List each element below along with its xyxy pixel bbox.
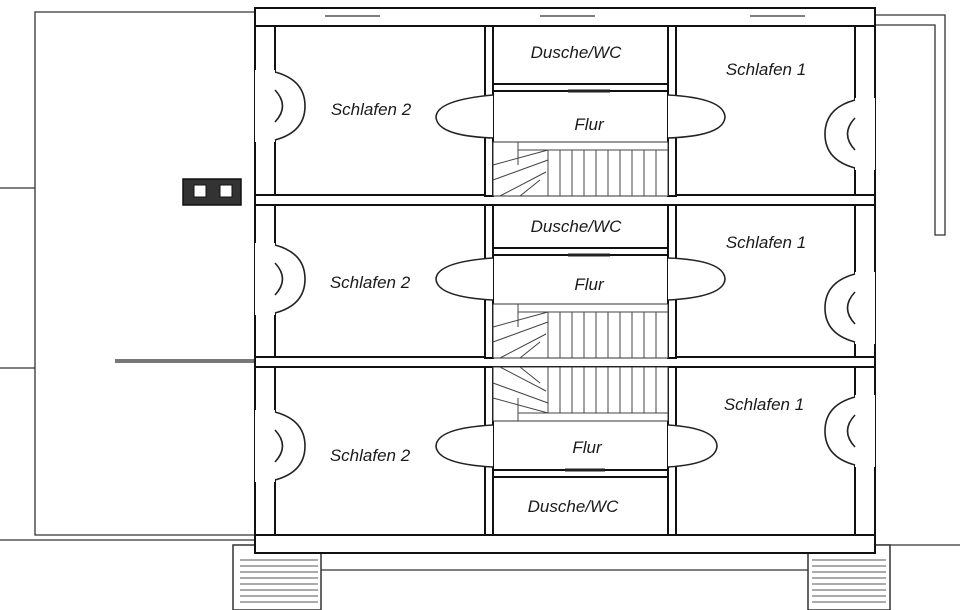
staircase-middle xyxy=(492,303,669,359)
room-label-flur-middle: Flur xyxy=(574,275,605,294)
room-label-schlafen1-bottom: Schlafen 1 xyxy=(724,395,804,414)
room-label-dusche-middle: Dusche/WC xyxy=(531,217,622,236)
staircase-bottom xyxy=(492,366,669,422)
room-label-flur-top: Flur xyxy=(574,115,605,134)
chimney xyxy=(182,178,242,206)
room-label-schlafen2-middle: Schlafen 2 xyxy=(330,273,411,292)
room-label-schlafen1-middle: Schlafen 1 xyxy=(726,233,806,252)
corridor-doors xyxy=(435,89,726,472)
room-label-schlafen1-top: Schlafen 1 xyxy=(726,60,806,79)
room-label-flur-bottom: Flur xyxy=(572,438,603,457)
entry-stair-left xyxy=(232,544,322,610)
doors-right xyxy=(824,98,875,467)
room-label-schlafen2-top: Schlafen 2 xyxy=(331,100,412,119)
entry-stair-right xyxy=(807,544,891,610)
staircase-top xyxy=(492,141,669,197)
room-label-dusche-bottom: Dusche/WC xyxy=(528,497,619,516)
room-label-schlafen2-bottom: Schlafen 2 xyxy=(330,446,411,465)
room-label-dusche-top: Dusche/WC xyxy=(531,43,622,62)
doors-left xyxy=(255,70,306,482)
